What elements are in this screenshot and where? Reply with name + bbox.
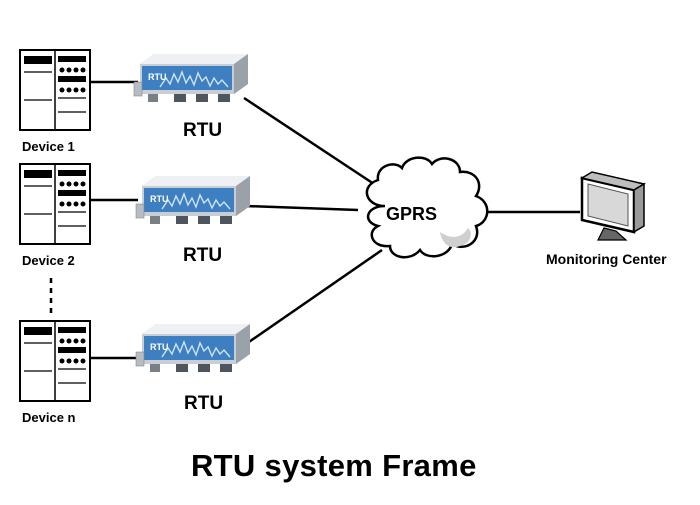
monitoring-center-label: Monitoring Center xyxy=(546,251,667,267)
link-rtu3-gprs xyxy=(245,248,383,346)
rtu-2-label: RTU xyxy=(183,245,223,266)
device-1-cabinet-icon xyxy=(19,49,91,131)
rtu-2-panel-text: RTU xyxy=(150,194,169,204)
monitoring-center-computer-icon xyxy=(580,171,646,241)
link-rtu1-gprs xyxy=(243,96,375,186)
rtu-3-panel-text: RTU xyxy=(150,342,169,352)
rtu-1-panel-text: RTU xyxy=(148,72,167,82)
device-2-label: Device 2 xyxy=(22,253,75,268)
rtu-1-label: RTU xyxy=(183,120,223,141)
device-2-cabinet-icon xyxy=(19,163,91,245)
diagram-title: RTU system Frame xyxy=(191,448,477,483)
gprs-label: GPRS xyxy=(386,204,438,224)
link-rtu2-gprs xyxy=(245,204,359,212)
rtu-3-label: RTU xyxy=(184,393,224,414)
device-n-label: Device n xyxy=(22,410,76,425)
gprs-cloud-icon xyxy=(365,156,489,259)
device-n-cabinet-icon xyxy=(19,320,91,402)
device-1-label: Device 1 xyxy=(22,139,75,154)
